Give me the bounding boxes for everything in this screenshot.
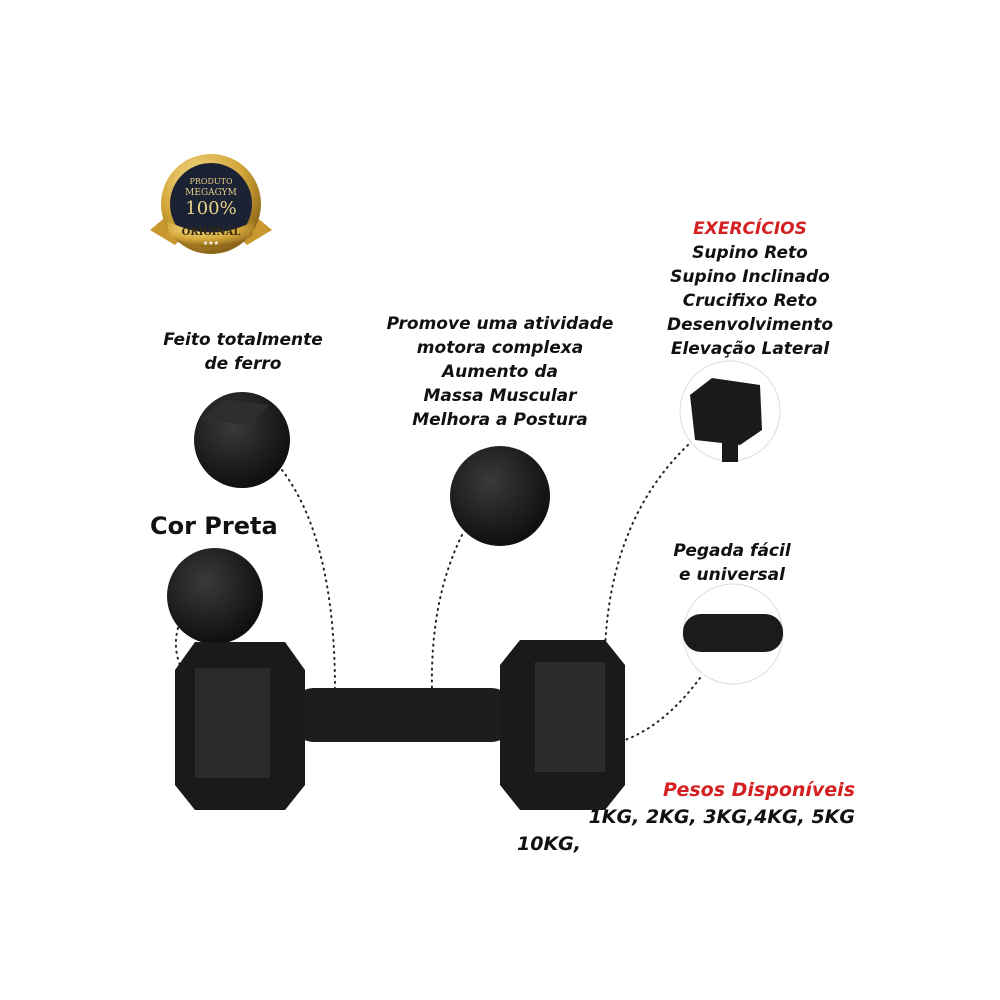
detail-circle-head xyxy=(679,360,781,462)
callout-line: de ferro xyxy=(204,354,282,374)
dumbbell xyxy=(175,640,625,810)
svg-text:★★★: ★★★ xyxy=(203,240,219,247)
exercise-item: Elevação Lateral xyxy=(670,339,830,359)
color-callout: Cor Preta xyxy=(150,512,278,540)
callout-line: Promove uma atividade xyxy=(386,314,614,334)
callout-line: motora complexa xyxy=(416,338,584,358)
weights-title: Pesos Disponíveis xyxy=(663,779,855,801)
exercise-item: Supino Inclinado xyxy=(670,267,830,287)
callout-line: Pegada fácil xyxy=(673,541,791,561)
callout-line: Aumento da xyxy=(442,362,558,382)
exercises-title: EXERCÍCIOS xyxy=(693,219,807,239)
grip-callout: Pegada fácil e universal xyxy=(673,539,790,587)
callout-line: Feito totalmente xyxy=(163,330,323,350)
exercise-item: Crucifixo Reto xyxy=(682,291,818,311)
exercise-item: Desenvolvimento xyxy=(666,315,834,335)
material-callout: Feito totalmente de ferro xyxy=(163,328,323,376)
original-seal-badge: PRODUTO MEGAGYM 100% ORIGINAL ★★★ xyxy=(150,154,272,254)
weights-line-2: 10KG, xyxy=(517,833,581,855)
detail-circle-grip xyxy=(682,583,784,685)
exercises-callout: EXERCÍCIOS Supino Reto Supino Inclinado … xyxy=(667,217,833,361)
callout-line: Melhora a Postura xyxy=(412,410,588,430)
svg-text:MEGAGYM: MEGAGYM xyxy=(185,188,237,198)
weights-line-1: 1KG, 2KG, 3KG,4KG, 5KG xyxy=(588,806,855,828)
detail-circle-color xyxy=(167,548,263,644)
detail-circle-texture xyxy=(450,446,550,546)
svg-text:100%: 100% xyxy=(185,198,236,219)
svg-text:ORIGINAL: ORIGINAL xyxy=(182,227,241,238)
exercise-item: Supino Reto xyxy=(692,243,808,263)
svg-text:PRODUTO: PRODUTO xyxy=(189,177,232,186)
callout-line: e universal xyxy=(679,565,785,585)
detail-circle-iron xyxy=(194,392,290,488)
callout-line: Massa Muscular xyxy=(423,386,577,406)
benefits-callout: Promove uma atividade motora complexa Au… xyxy=(387,312,614,432)
